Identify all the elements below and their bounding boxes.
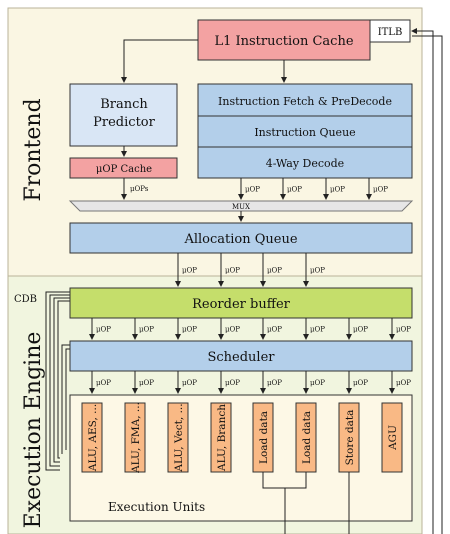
sched-uop-label: μOP	[267, 379, 282, 387]
execution-unit-label-2: ALU, FMA, ...	[130, 402, 142, 474]
decode-uop-label: μOP	[373, 186, 388, 194]
branch-predictor-label-2: Predictor	[93, 115, 155, 130]
rob-uop-label: μOP	[96, 326, 111, 334]
frontend-label: Frontend	[21, 98, 46, 201]
scheduler-label: Scheduler	[207, 350, 275, 365]
mux-block	[68, 200, 414, 212]
execution-engine-label: Execution Engine	[21, 332, 46, 529]
sched-uop-label: μOP	[353, 379, 368, 387]
alloc-uop-label: μOP	[310, 267, 325, 275]
rob-uop-label: μOP	[310, 326, 325, 334]
decode-uop-label: μOP	[330, 186, 345, 194]
execution-unit-8	[381, 402, 403, 473]
alloc-uop-label: μOP	[267, 267, 282, 275]
alloc-uop-label: μOP	[182, 267, 197, 275]
itlb-feedback-arrow-1	[411, 28, 434, 534]
instruction-queue-block	[197, 115, 413, 148]
execution-unit-3	[167, 402, 189, 473]
sched-uop-label: μOP	[139, 379, 154, 387]
itlb-feedback-line-2	[412, 35, 443, 534]
rob-uop-label: μOP	[139, 326, 154, 334]
execution-unit-label-3: ALU, Vect, ...	[173, 403, 185, 472]
execution-unit-boxes: ALU, AES, ... ALU, FMA, ... ALU, Vect, ...…	[81, 402, 403, 474]
decode-to-mux-arrows: μOP μOP μOP μOP	[238, 178, 388, 200]
itlb-block	[369, 19, 411, 43]
scheduler-to-units-arrows: μOP μOP μOP μOP μOP μOP μOP μOP	[89, 371, 411, 394]
sched-uop-label: μOP	[182, 379, 197, 387]
sched-uop-label: μOP	[310, 379, 325, 387]
execution-unit-2	[124, 402, 146, 473]
execution-unit-4	[210, 402, 232, 473]
branch-predictor-label-1: Branch	[100, 97, 148, 112]
decode-block	[197, 146, 413, 179]
rob-uop-label: μOP	[182, 326, 197, 334]
execution-unit-1	[81, 402, 103, 473]
itlb-label: ITLB	[378, 27, 403, 38]
reorder-buffer	[69, 287, 413, 319]
sched-uop-label: μOP	[396, 379, 411, 387]
allocation-queue-label: Allocation Queue	[183, 232, 297, 247]
cdb-label: CDB	[14, 294, 37, 305]
sched-uop-label: μOP	[96, 379, 111, 387]
rob-uop-label: μOP	[353, 326, 368, 334]
execution-unit-label-8: AGU	[387, 425, 399, 451]
rob-to-scheduler-arrows: μOP μOP μOP μOP μOP μOP μOP μOP	[89, 318, 411, 340]
execution-unit-label-7: Store data	[344, 410, 356, 466]
reorder-buffer-label: Reorder buffer	[192, 297, 291, 312]
decode-uop-label: μOP	[245, 186, 260, 194]
scheduler	[69, 340, 413, 372]
rob-uop-label: μOP	[267, 326, 282, 334]
alloc-uop-label: μOP	[225, 267, 240, 275]
rob-uop-label: μOP	[225, 326, 240, 334]
execution-units-label: Execution Units	[108, 500, 205, 514]
alloc-to-rob-arrows: μOP μOP μOP μOP	[175, 253, 325, 287]
execution-unit-label-1: ALU, AES, ...	[87, 404, 99, 472]
icache-to-branch-arrow	[121, 39, 198, 83]
allocation-queue	[69, 222, 413, 254]
rob-uop-label: μOP	[396, 326, 411, 334]
instruction-queue-label: Instruction Queue	[254, 126, 355, 139]
execution-unit-label-6: Load data	[301, 411, 313, 464]
cdb-bus-lines	[45, 291, 70, 471]
mux-label: MUX	[232, 203, 250, 211]
uops-label: μOPs	[130, 185, 149, 193]
l1-instruction-cache-label: L1 Instruction Cache	[214, 34, 353, 49]
uop-cache-label: μOP Cache	[96, 164, 152, 175]
instruction-fetch-block	[197, 83, 413, 117]
execution-unit-label-4: ALU, Branch	[216, 404, 228, 472]
instruction-fetch-label: Instruction Fetch & PreDecode	[218, 95, 392, 108]
decode-uop-label: μOP	[287, 186, 302, 194]
sched-uop-label: μOP	[225, 379, 240, 387]
execution-unit-label-5: Load data	[258, 411, 270, 464]
decode-label: 4-Way Decode	[266, 157, 344, 170]
